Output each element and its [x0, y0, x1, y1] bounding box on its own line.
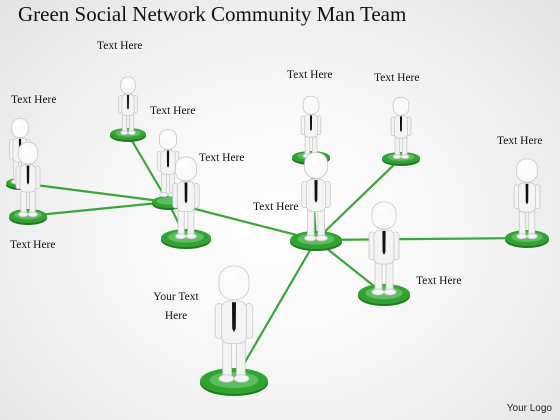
- network-link: [314, 156, 403, 242]
- person-far-right-pad: [505, 230, 549, 248]
- label-bottom-line-1: Your Text: [153, 291, 199, 303]
- network-link: [232, 238, 318, 383]
- tie-icon: [232, 302, 236, 333]
- logo-placeholder: Your Logo: [506, 403, 552, 414]
- person-far-left-front-pad: [9, 209, 47, 225]
- label-top-right-person: Text Here: [374, 72, 420, 84]
- label-bottom-person: Your Text Here: [148, 290, 204, 323]
- tie-icon: [166, 150, 170, 168]
- person-bottom-right-figure: [368, 201, 400, 296]
- label-left-hub-person: Text Here: [199, 152, 245, 164]
- label-bottom-left-person: Text Here: [10, 239, 56, 251]
- hub-right-figure: [301, 152, 331, 242]
- slide-title: Green Social Network Community Man Team: [18, 2, 407, 26]
- tie-icon: [399, 116, 403, 133]
- tie-icon: [184, 182, 188, 204]
- person-top-left-figure: [118, 76, 138, 136]
- tie-icon: [26, 165, 30, 185]
- network-link: [18, 181, 170, 204]
- label-top-left-person: Text Here: [97, 40, 143, 52]
- label-bottom-line-2: Here: [164, 310, 188, 322]
- person-left-hub-pad: [161, 229, 211, 249]
- tie-icon: [525, 183, 529, 205]
- tie-icon: [382, 231, 386, 255]
- person-left-hub-figure: [172, 156, 200, 240]
- person-top-right-figure: [390, 96, 412, 160]
- person-top-left-pad: [110, 128, 146, 142]
- network-links: [18, 132, 529, 383]
- tie-icon: [309, 115, 313, 132]
- label-bottom-right-person: Text Here: [416, 275, 462, 287]
- label-top-center-person: Text Here: [287, 69, 333, 81]
- person-far-right-figure: [513, 158, 541, 240]
- label-far-right-person: Text Here: [497, 135, 543, 147]
- person-far-left-front-figure: [15, 141, 41, 218]
- label-left-center-person: Text Here: [150, 105, 196, 117]
- hub-right-pad: [290, 231, 342, 251]
- tie-icon: [127, 94, 129, 110]
- person-bottom-center-pad: [200, 368, 268, 396]
- tie-icon: [314, 180, 318, 203]
- label-right-hub-person: Text Here: [253, 201, 299, 213]
- person-bottom-center-figure: [214, 265, 254, 383]
- person-top-center-figure: [300, 95, 322, 159]
- network-link: [26, 200, 170, 218]
- network-nodes: [6, 76, 549, 396]
- label-far-left-person: Text Here: [11, 94, 57, 106]
- person-bottom-right-pad: [358, 284, 410, 306]
- network-link: [314, 236, 529, 242]
- person-top-right-pad: [382, 152, 420, 166]
